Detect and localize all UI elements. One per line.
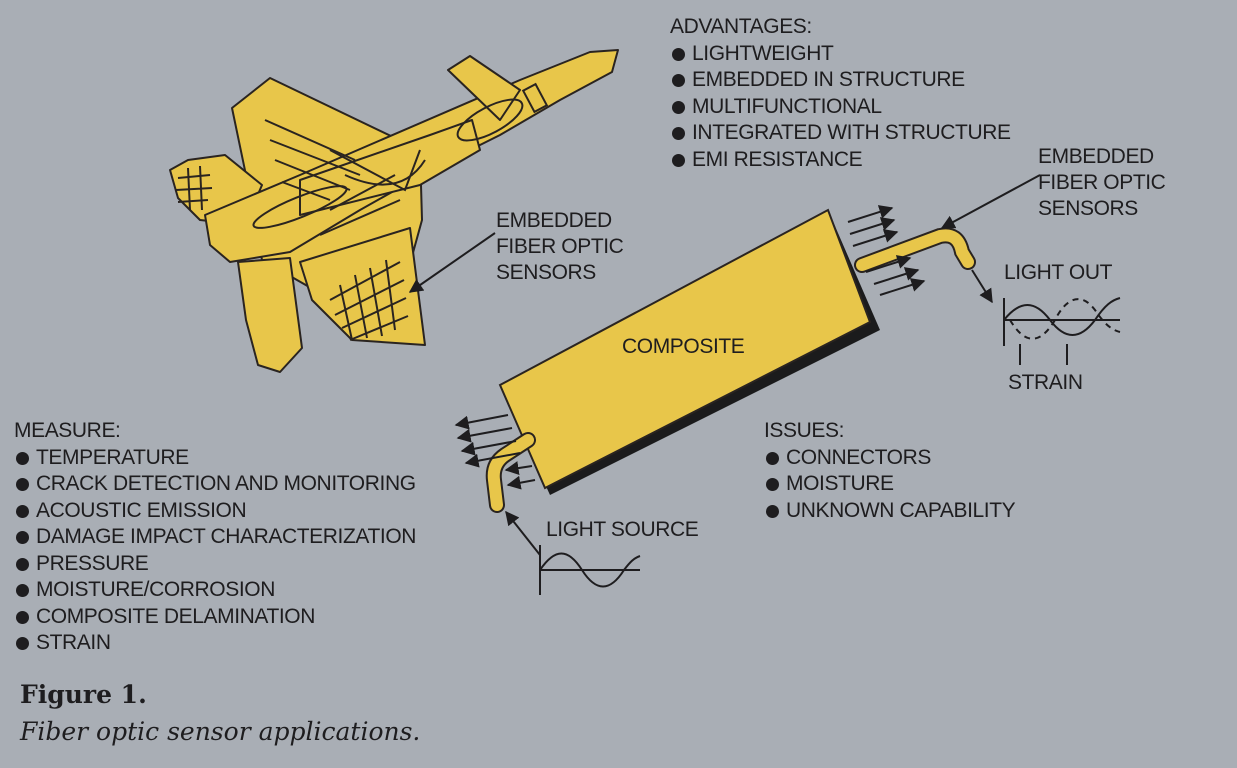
label-line: EMBEDDED (496, 209, 612, 232)
aircraft-sensor-leader (408, 232, 496, 293)
emission-arrows-output (847, 205, 926, 296)
composite-block (498, 208, 880, 495)
list-item: ACOUSTIC EMISSION (14, 498, 416, 525)
list-item: PRESSURE (14, 551, 416, 578)
composite-sensor-leader (940, 174, 1041, 229)
label-line: SENSORS (496, 261, 596, 284)
aircraft-details (175, 82, 549, 341)
figure-caption-title: Figure 1. (20, 680, 147, 709)
list-item: CONNECTORS (764, 445, 1015, 472)
strain-label: STRAIN (1008, 371, 1083, 394)
list-item: DAMAGE IMPACT CHARACTERIZATION (14, 524, 416, 551)
issues-heading: ISSUES: (764, 419, 845, 442)
list-item: MOISTURE (764, 471, 1015, 498)
issues-list: ISSUES: CONNECTORS MOISTURE UNKNOWN CAPA… (764, 418, 1016, 525)
list-item: LIGHTWEIGHT (670, 41, 1011, 68)
measure-heading: MEASURE: (14, 419, 121, 442)
list-item: COMPOSITE DELAMINATION (14, 604, 416, 631)
list-item: MULTIFUNCTIONAL (670, 94, 1011, 121)
advantages-heading: ADVANTAGES: (670, 15, 812, 38)
figure-caption-text: Fiber optic sensor applications. (20, 717, 421, 746)
list-item: TEMPERATURE (14, 445, 416, 472)
label-line: FIBER OPTIC (496, 235, 624, 258)
light-source-label: LIGHT SOURCE (546, 518, 699, 541)
list-item: MOISTURE/CORROSION (14, 577, 416, 604)
label-line: EMBEDDED (1038, 145, 1154, 168)
list-item: CRACK DETECTION AND MONITORING (14, 471, 416, 498)
light-source-arrow (505, 510, 541, 556)
light-out-arrow (971, 269, 993, 304)
list-item: INTEGRATED WITH STRUCTURE (670, 120, 1011, 147)
aircraft-sensor-label: EMBEDDED FIBER OPTIC SENSORS (496, 208, 624, 286)
list-item: STRAIN (14, 630, 416, 657)
list-item: EMBEDDED IN STRUCTURE (670, 67, 1011, 94)
advantages-list: ADVANTAGES: LIGHTWEIGHT EMBEDDED IN STRU… (670, 14, 1011, 173)
measure-list: MEASURE: TEMPERATURE CRACK DETECTION AND… (14, 418, 416, 657)
emission-arrows-input (454, 414, 536, 490)
light-out-waveform (1003, 297, 1121, 365)
composite-sensor-label: EMBEDDED FIBER OPTIC SENSORS (1038, 144, 1166, 222)
list-item: EMI RESISTANCE (670, 147, 1011, 174)
label-line: SENSORS (1038, 197, 1138, 220)
list-item: UNKNOWN CAPABILITY (764, 498, 1016, 525)
light-out-label: LIGHT OUT (1004, 261, 1113, 284)
composite-label: COMPOSITE (622, 335, 745, 358)
label-line: FIBER OPTIC (1038, 171, 1166, 194)
light-source-waveform (539, 545, 641, 595)
